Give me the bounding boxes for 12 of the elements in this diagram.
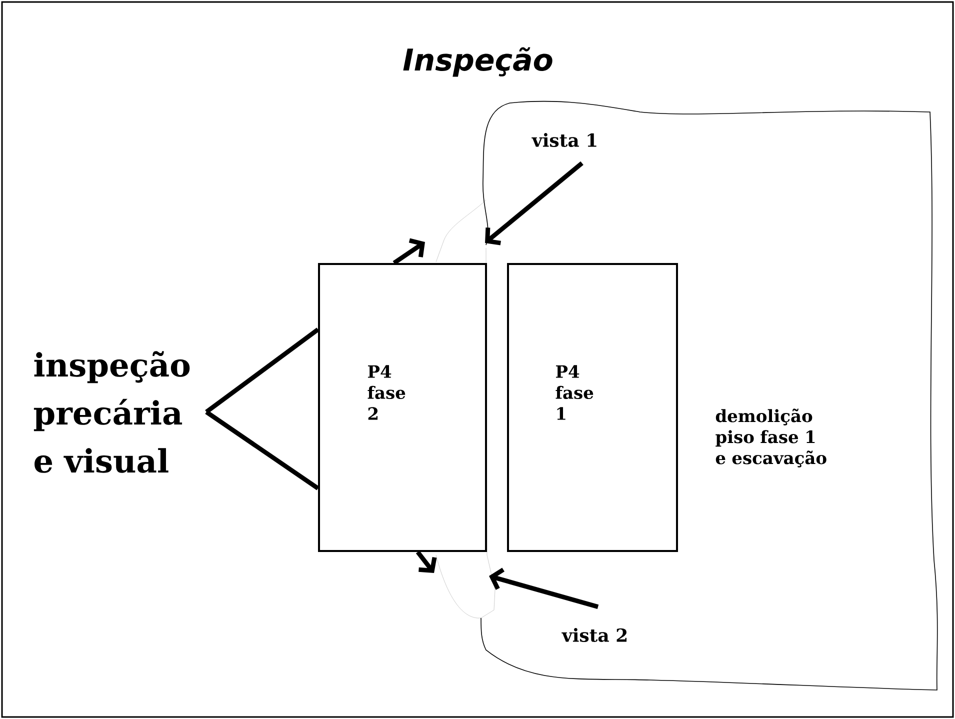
arrow <box>416 550 437 573</box>
process-box: P4 fase 2 <box>318 263 487 552</box>
title: Inspeção <box>403 47 552 77</box>
arrow <box>485 161 584 246</box>
text-label: vista 1 <box>532 133 596 147</box>
process-box: P4 fase 1 <box>507 263 678 552</box>
arrow <box>392 238 425 265</box>
arrow <box>489 568 599 609</box>
text-label: inspeção precária e visual <box>34 351 190 473</box>
text-label: vista 2 <box>562 628 626 642</box>
connector-line <box>205 328 320 414</box>
connector-line <box>205 410 320 490</box>
